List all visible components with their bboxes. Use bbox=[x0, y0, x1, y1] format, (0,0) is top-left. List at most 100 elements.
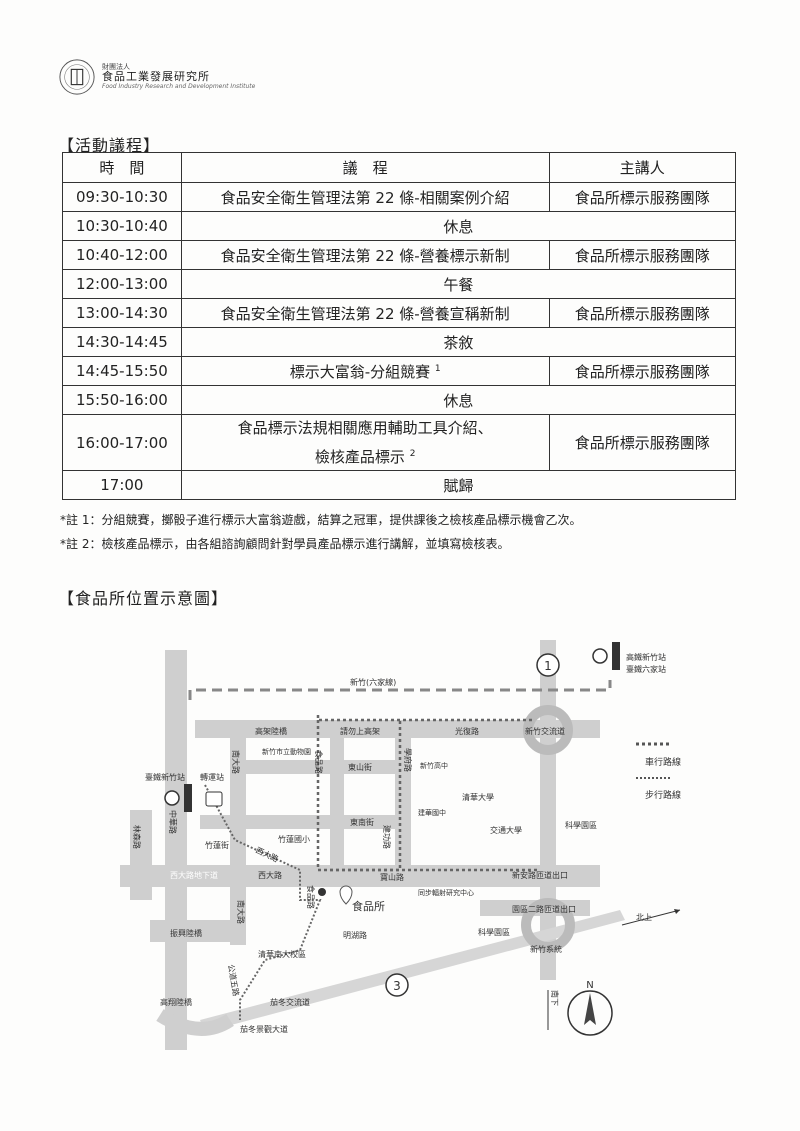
label-xida-underpass: 西大路地下道 bbox=[170, 870, 218, 880]
org-name: 食品工業發展研究所 bbox=[102, 70, 210, 84]
agenda-header-row: 時 間 議 程 主講人 bbox=[62, 152, 737, 183]
label-north: 北上 bbox=[636, 913, 652, 922]
label-zhenxing: 振興陸橋 bbox=[170, 928, 202, 938]
north-arrowhead-icon bbox=[674, 909, 680, 914]
road-hwy1 bbox=[540, 640, 556, 980]
agenda-text-line2: 檢核產品標示 bbox=[314, 448, 405, 466]
road-xuefu bbox=[395, 725, 411, 865]
road-zhenxing bbox=[150, 920, 240, 942]
table-row: 10:40-12:00 食品安全衛生管理法第 22 條-營養標示新制 食品所標示… bbox=[62, 240, 737, 270]
row-agenda: 茶敘 bbox=[180, 327, 737, 357]
label-firdi: 食品所 bbox=[352, 899, 385, 913]
label-science-park: 科學園區 bbox=[565, 820, 597, 830]
route-3-shield: 3 bbox=[385, 973, 409, 997]
tra-station-icon bbox=[164, 784, 192, 812]
label-interchange: 新竹交流道 bbox=[525, 726, 565, 736]
label-dongshan: 東山街 bbox=[348, 762, 372, 772]
road-dongshan bbox=[240, 760, 400, 774]
footnote-ref: 2 bbox=[409, 449, 416, 459]
label-no-elevated: 請勿上高架 bbox=[340, 726, 380, 736]
label-jiangong: 建功路 bbox=[382, 825, 392, 849]
row-agenda: 休息 bbox=[180, 211, 737, 241]
road-dongnan bbox=[200, 815, 400, 829]
svg-text:N: N bbox=[586, 980, 593, 991]
label-dongnan: 東南街 bbox=[350, 817, 374, 827]
agenda-text-line2-wrap: 檢核產品標示 2 bbox=[182, 441, 549, 470]
svg-text:1: 1 bbox=[544, 659, 552, 673]
agenda-text: 標示大富翁-分組競賽 bbox=[289, 362, 431, 381]
route-1-shield: 1 bbox=[536, 653, 560, 677]
row-speaker: 食品所標示服務團隊 bbox=[548, 414, 737, 471]
row-time: 17:00 bbox=[62, 470, 182, 500]
row-agenda: 食品安全衛生管理法第 22 條-營養宣稱新制 bbox=[180, 298, 550, 328]
label-qiedong-blvd: 茄冬景觀大道 bbox=[240, 1024, 288, 1034]
road-nanda bbox=[230, 725, 246, 945]
location-map: 1 3 N 車行路線 步行路線 高鐵新竹站 臺鐵六家站 新竹(六家線) bbox=[120, 640, 681, 1050]
footnotes: *註 1：分組競賽，擲骰子進行標示大富翁遊戲，結算之冠軍，提供課後之檢核產品標示… bbox=[60, 508, 581, 556]
row-speaker: 食品所標示服務團隊 bbox=[548, 298, 737, 328]
compass-icon: N bbox=[567, 980, 613, 1036]
road-dongshan-vert bbox=[330, 725, 344, 865]
row-agenda: 食品標示法規相關應用輔助工具介紹、 檢核產品標示 2 bbox=[180, 414, 550, 471]
label-qiedong-ic: 茄冬交流道 bbox=[270, 997, 310, 1007]
road-linsen bbox=[130, 810, 152, 900]
label-baoshan: 寶山路 bbox=[380, 872, 404, 882]
svg-text:步行路線: 步行路線 bbox=[645, 789, 681, 801]
label-tra-hsinchu: 臺鐵新竹站 bbox=[145, 772, 185, 782]
table-row: 15:50-16:00 休息 bbox=[62, 385, 737, 415]
table-row: 12:00-13:00 午餐 bbox=[62, 269, 737, 299]
footnote-1: *註 1：分組競賽，擲骰子進行標示大富翁遊戲，結算之冠軍，提供課後之檢核產品標示… bbox=[60, 513, 582, 527]
map-labels: 高鐵新竹站 臺鐵六家站 新竹(六家線) 臺鐵新竹站 轉運站 高架陸橋 請勿上高架… bbox=[132, 652, 666, 1034]
row-agenda: 食品安全衛生管理法第 22 條-相關案例介紹 bbox=[180, 182, 550, 212]
label-tsinghua: 清華大學 bbox=[462, 792, 494, 802]
row-agenda: 標示大富翁-分組競賽 1 bbox=[180, 356, 550, 386]
label-hsinchu-system: 新竹系統 bbox=[530, 944, 562, 954]
label-zhulian-st: 竹蓮街 bbox=[205, 840, 229, 850]
label-liujia-line: 新竹(六家線) bbox=[350, 677, 396, 687]
row-agenda: 休息 bbox=[180, 385, 737, 415]
label-gaofeng: 高翔陸橋 bbox=[160, 997, 192, 1007]
road-gaofeng bbox=[156, 1008, 234, 1036]
table-row: 13:00-14:30 食品安全衛生管理法第 22 條-營養宣稱新制 食品所標示… bbox=[62, 298, 737, 328]
table-row: 09:30-10:30 食品安全衛生管理法第 22 條-相關案例介紹 食品所標示… bbox=[62, 182, 737, 212]
row-time: 15:50-16:00 bbox=[62, 385, 182, 415]
rail-liujia bbox=[188, 680, 612, 700]
header-speaker: 主講人 bbox=[548, 152, 737, 183]
row-time: 12:00-13:00 bbox=[62, 269, 182, 299]
agenda-table: 時 間 議 程 主講人 09:30-10:30 食品安全衛生管理法第 22 條-… bbox=[62, 152, 737, 500]
row-time: 10:40-12:00 bbox=[62, 240, 182, 270]
agenda-text-line1: 食品標示法規相關應用輔助工具介紹、 bbox=[237, 419, 493, 437]
label-shipin: 食品路 bbox=[314, 750, 324, 774]
header-agenda: 議 程 bbox=[180, 152, 550, 183]
row-agenda: 賦歸 bbox=[180, 470, 737, 500]
row-time: 09:30-10:30 bbox=[62, 182, 182, 212]
label-zhulian-es: 竹蓮國小 bbox=[278, 834, 310, 844]
driving-route bbox=[316, 715, 535, 722]
label-nanda2: 南大路 bbox=[236, 900, 246, 924]
label-xida-upper: 西大路 bbox=[254, 845, 280, 864]
label-zhonghua: 中華路 bbox=[168, 810, 178, 834]
org-logo: 財團法人 食品工業發展研究所 Food Industry Research an… bbox=[58, 58, 255, 96]
firdi-location-marker bbox=[318, 885, 353, 905]
svg-text:車行路線: 車行路線 bbox=[645, 756, 681, 768]
row-speaker: 食品所標示服務團隊 bbox=[548, 356, 737, 386]
table-row: 14:45-15:50 標示大富翁-分組競賽 1 食品所標示服務團隊 bbox=[62, 356, 737, 386]
org-prefix: 財團法人 bbox=[102, 63, 130, 72]
row-time: 16:00-17:00 bbox=[62, 414, 182, 471]
label-science-park2: 科學園區 bbox=[478, 927, 510, 937]
road-network bbox=[120, 640, 600, 1050]
svg-text:3: 3 bbox=[393, 979, 401, 993]
header-time: 時 間 bbox=[62, 152, 182, 183]
map-legend: 車行路線 步行路線 bbox=[636, 742, 681, 801]
label-liujia: 臺鐵六家站 bbox=[626, 664, 666, 674]
label-xida: 西大路 bbox=[258, 870, 282, 880]
org-seal-icon bbox=[59, 59, 95, 95]
org-english: Food Industry Research and Development I… bbox=[102, 82, 256, 90]
hsinchu-system-interchange bbox=[521, 898, 575, 952]
label-guangfu: 光復路 bbox=[455, 726, 479, 736]
label-south: 南下 bbox=[550, 990, 560, 1006]
label-xuefu: 學府路 bbox=[403, 748, 413, 772]
road-zhonghua bbox=[165, 650, 187, 1050]
table-row: 16:00-17:00 食品標示法規相關應用輔助工具介紹、 檢核產品標示 2 食… bbox=[62, 414, 737, 471]
label-minghu: 明湖路 bbox=[343, 930, 367, 940]
